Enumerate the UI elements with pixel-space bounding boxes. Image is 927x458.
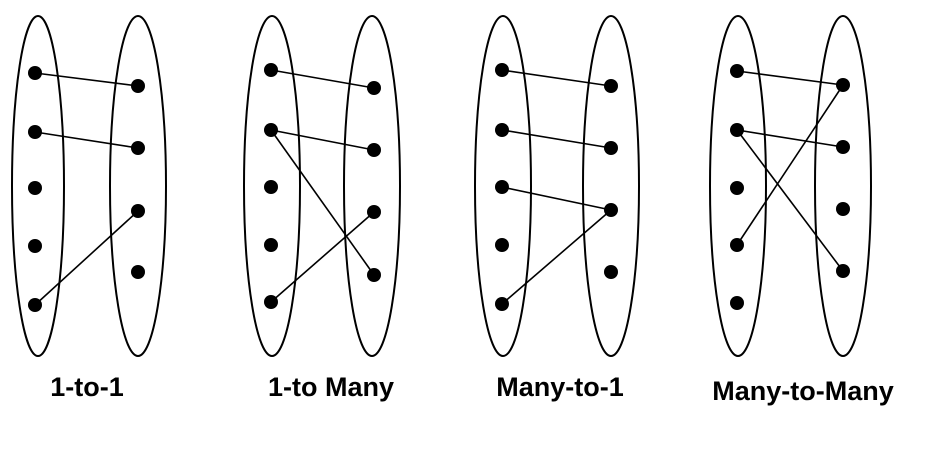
many-to-many-left-dot-0 bbox=[730, 64, 744, 78]
many-to-many-right-dot-3 bbox=[836, 264, 850, 278]
diagram-many-to-one bbox=[474, 15, 640, 357]
many-to-one-left-dot-3 bbox=[495, 238, 509, 252]
one-to-one-domain-oval bbox=[11, 15, 65, 357]
many-to-many-left-dot-3 bbox=[730, 238, 744, 252]
diagram-one-to-one bbox=[11, 15, 167, 357]
one-to-many-left-dot-0 bbox=[264, 63, 278, 77]
many-to-one-codomain-oval bbox=[582, 15, 640, 357]
one-to-many-edge-3 bbox=[270, 211, 375, 303]
one-to-one-left-dot-3 bbox=[28, 239, 42, 253]
one-to-one-left-dot-0 bbox=[28, 66, 42, 80]
many-to-many-edge-2 bbox=[736, 129, 844, 272]
many-to-one-right-dot-2 bbox=[604, 203, 618, 217]
one-to-many-edge-2 bbox=[270, 129, 375, 276]
one-to-many-edge-1 bbox=[270, 129, 375, 151]
caption-one-to-many: 1-to Many bbox=[267, 372, 395, 402]
many-to-many-left-dot-4 bbox=[730, 296, 744, 310]
many-to-many-right-dot-2 bbox=[836, 202, 850, 216]
many-to-one-left-dot-0 bbox=[495, 63, 509, 77]
one-to-one-left-dot-1 bbox=[28, 125, 42, 139]
many-to-many-domain-oval bbox=[709, 15, 767, 357]
caption-one-to-one: 1-to-1 bbox=[50, 372, 124, 402]
many-to-many-right-dot-0 bbox=[836, 78, 850, 92]
caption-many-to-many: Many-to-Many bbox=[712, 376, 894, 406]
one-to-one-edge-1 bbox=[34, 131, 139, 149]
one-to-one-edge-0 bbox=[34, 72, 139, 87]
one-to-many-right-dot-1 bbox=[367, 143, 381, 157]
one-to-many-left-dot-1 bbox=[264, 123, 278, 137]
many-to-many-right-dot-1 bbox=[836, 140, 850, 154]
many-to-many-codomain-oval bbox=[814, 15, 872, 357]
diagram-one-to-many bbox=[243, 15, 401, 357]
many-to-one-edge-3 bbox=[501, 209, 612, 305]
one-to-one-edge-2 bbox=[34, 210, 139, 306]
many-to-many-edge-0 bbox=[736, 70, 844, 86]
caption-many-to-one: Many-to-1 bbox=[496, 372, 624, 402]
one-to-many-right-dot-2 bbox=[367, 205, 381, 219]
one-to-many-left-dot-2 bbox=[264, 180, 278, 194]
many-to-one-left-dot-1 bbox=[495, 123, 509, 137]
one-to-one-right-dot-1 bbox=[131, 141, 145, 155]
many-to-one-domain-oval bbox=[474, 15, 532, 357]
one-to-many-edge-0 bbox=[270, 69, 375, 89]
diagram-many-to-many bbox=[709, 15, 872, 357]
one-to-one-codomain-oval bbox=[109, 15, 167, 357]
many-to-one-edge-1 bbox=[501, 129, 612, 149]
many-to-one-left-dot-2 bbox=[495, 180, 509, 194]
many-to-many-left-dot-2 bbox=[730, 181, 744, 195]
one-to-one-right-dot-0 bbox=[131, 79, 145, 93]
many-to-many-edge-1 bbox=[736, 129, 844, 148]
one-to-many-right-dot-0 bbox=[367, 81, 381, 95]
one-to-one-left-dot-2 bbox=[28, 181, 42, 195]
one-to-one-right-dot-2 bbox=[131, 204, 145, 218]
one-to-many-left-dot-3 bbox=[264, 238, 278, 252]
many-to-many-edge-3 bbox=[736, 84, 844, 246]
many-to-one-edge-2 bbox=[501, 186, 612, 211]
many-to-one-right-dot-1 bbox=[604, 141, 618, 155]
one-to-many-domain-oval bbox=[243, 15, 301, 357]
many-to-one-edge-0 bbox=[501, 69, 612, 87]
one-to-many-codomain-oval bbox=[343, 15, 401, 357]
one-to-many-left-dot-4 bbox=[264, 295, 278, 309]
one-to-one-left-dot-4 bbox=[28, 298, 42, 312]
one-to-one-right-dot-3 bbox=[131, 265, 145, 279]
many-to-one-left-dot-4 bbox=[495, 297, 509, 311]
many-to-one-right-dot-3 bbox=[604, 265, 618, 279]
many-to-one-right-dot-0 bbox=[604, 79, 618, 93]
one-to-many-right-dot-3 bbox=[367, 268, 381, 282]
many-to-many-left-dot-1 bbox=[730, 123, 744, 137]
